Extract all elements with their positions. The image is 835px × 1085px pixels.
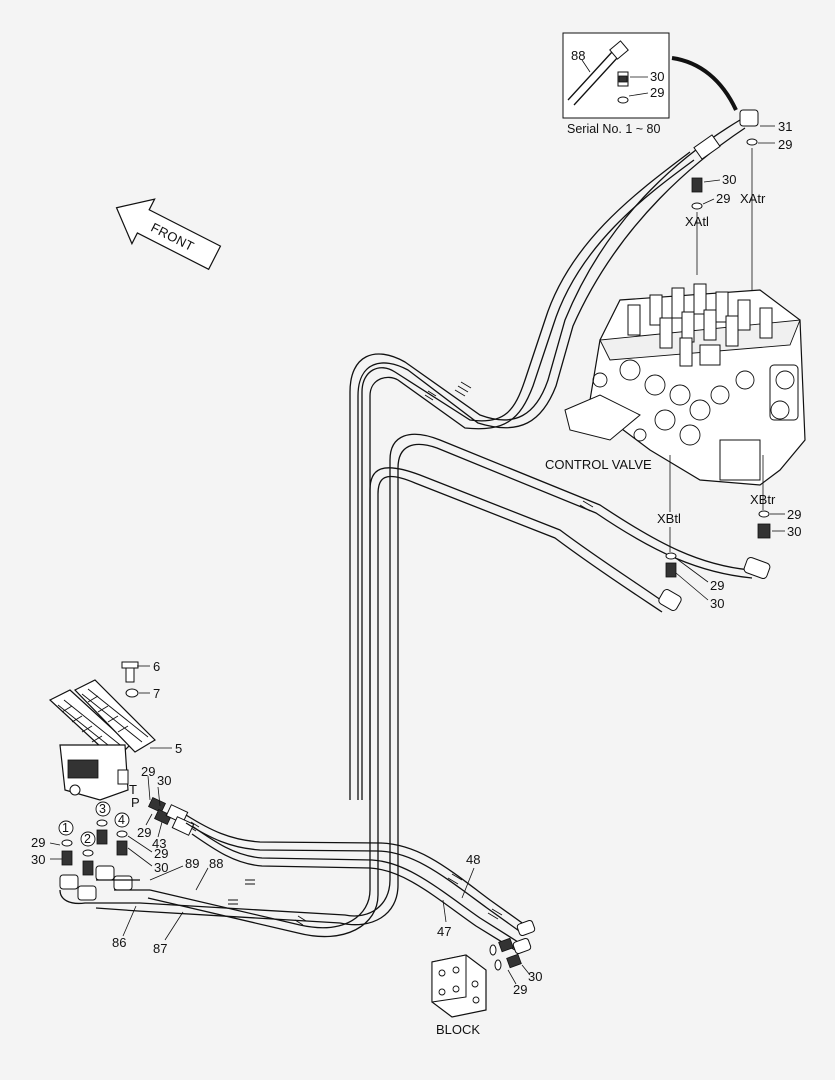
callout-29-port1: 29 <box>31 835 45 850</box>
inset-callout-30: 30 <box>650 69 664 84</box>
callout-29-port4: 29 <box>154 846 168 861</box>
port-label-p: P <box>131 795 140 810</box>
callout-hose-48: 48 <box>466 852 480 867</box>
serial-inset: 88 30 29 Serial No. 1 ~ 80 <box>562 32 670 136</box>
callout-29-tp-a: 29 <box>141 764 155 779</box>
callout-43: 43 <box>152 836 166 851</box>
callout-29-xatr: 29 <box>778 137 792 152</box>
callout-30-xatl: 30 <box>722 172 736 187</box>
control-valve <box>564 283 806 486</box>
callout-30-xbtr: 30 <box>787 524 801 539</box>
callout-5: 5 <box>175 741 182 756</box>
circled-3: 3 <box>99 802 106 816</box>
port-label-xatl: XAtl <box>685 214 709 229</box>
left-fittings <box>59 819 150 912</box>
lower-right-hoses <box>137 433 771 938</box>
circled-4: 4 <box>118 813 125 827</box>
callout-30-xbtl: 30 <box>710 596 724 611</box>
callout-29-block: 29 <box>513 982 527 997</box>
port-label-t: T <box>129 782 137 797</box>
callout-hose-86: 86 <box>112 935 126 950</box>
callout-30-block: 30 <box>528 969 542 984</box>
pedal-valve <box>48 661 172 801</box>
callout-6: 6 <box>153 659 160 674</box>
callout-30-tp-a: 30 <box>157 773 171 788</box>
inset-callout-29: 29 <box>650 85 664 100</box>
block <box>431 919 536 1018</box>
tp-hoses <box>148 796 526 951</box>
callout-29-xbtl: 29 <box>710 578 724 593</box>
block-label: BLOCK <box>436 1022 480 1037</box>
callout-hose-88: 88 <box>209 856 223 871</box>
callout-hose-89: 89 <box>185 856 199 871</box>
control-valve-label: CONTROL VALVE <box>545 457 652 472</box>
callout-29-xatl: 29 <box>716 191 730 206</box>
serial-note: Serial No. 1 ~ 80 <box>567 122 661 136</box>
callout-29-xbtr: 29 <box>787 507 801 522</box>
circled-2: 2 <box>84 832 91 846</box>
port-label-xbtl: XBtl <box>657 511 681 526</box>
callout-hose-87: 87 <box>153 941 167 956</box>
circled-1: 1 <box>62 821 69 835</box>
inset-callout-88: 88 <box>571 48 585 63</box>
callout-29-tp-b: 29 <box>137 825 151 840</box>
callout-7: 7 <box>153 686 160 701</box>
callout-hose-47: 47 <box>437 924 451 939</box>
circled-ports: 1 2 3 4 <box>58 801 130 847</box>
inset-pointer <box>671 56 738 111</box>
callout-30-port1: 30 <box>31 852 45 867</box>
port-label-xbtr: XBtr <box>750 492 776 507</box>
front-arrow: FRONT <box>115 198 222 271</box>
callout-31: 31 <box>778 119 792 134</box>
callout-30-port3: 30 <box>154 860 168 875</box>
upper-hoses <box>349 109 759 800</box>
port-label-xatr: XAtr <box>740 191 766 206</box>
